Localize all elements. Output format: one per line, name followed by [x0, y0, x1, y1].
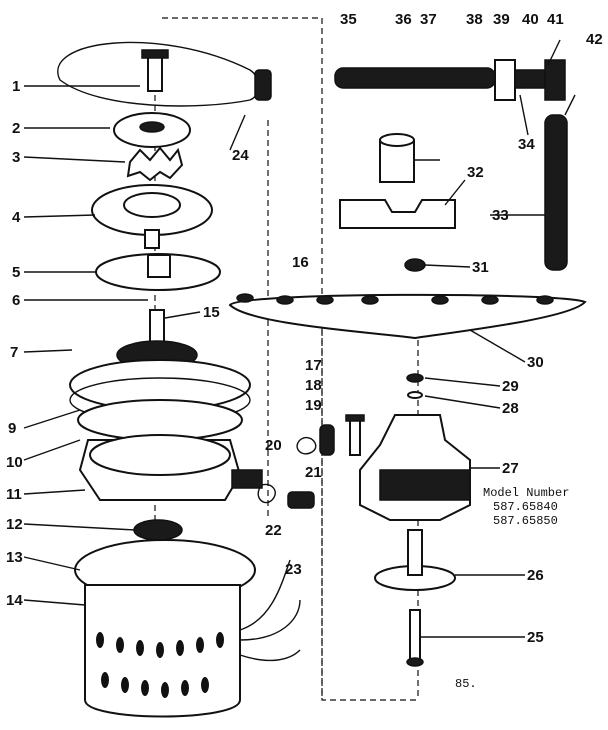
- screw-24: [409, 609, 421, 661]
- callout-2: 2: [12, 120, 21, 137]
- washer-27: [407, 391, 423, 399]
- callout-12: 12: [6, 516, 23, 533]
- callout-30: 30: [527, 354, 544, 371]
- callout-19: 19: [305, 397, 322, 414]
- callout-31: 31: [472, 259, 489, 276]
- callout-32: 32: [467, 164, 484, 181]
- pipe-34: [334, 67, 496, 89]
- elbow-41: [544, 59, 566, 101]
- callout-11: 11: [6, 486, 22, 503]
- callout-10: 10: [6, 454, 23, 471]
- callout-35: 35: [340, 11, 357, 28]
- callout-21: 21: [305, 464, 322, 481]
- callout-3: 3: [12, 149, 21, 166]
- bracket-31: [339, 199, 456, 229]
- hose-clamp: [254, 69, 272, 101]
- washer-28: [406, 373, 424, 383]
- seal-12: [133, 519, 183, 541]
- callout-42: 42: [586, 31, 603, 48]
- tube-32: [544, 114, 568, 271]
- callout-20: 20: [265, 437, 282, 454]
- callout-40: 40: [522, 11, 539, 28]
- callout-16-top: 16: [292, 254, 309, 271]
- callout-13: 13: [6, 549, 23, 566]
- callout-25: 25: [527, 629, 544, 646]
- page-number: 85.: [455, 677, 477, 691]
- callout-7: 7: [10, 344, 19, 361]
- frame-line: [162, 17, 420, 701]
- callout-23: 23: [285, 561, 302, 578]
- callout-37: 37: [420, 11, 437, 28]
- callout-1: 1: [12, 78, 21, 95]
- callout-38: 38: [466, 11, 483, 28]
- model-number-1: 587.65840: [493, 499, 558, 514]
- callout-17: 17: [305, 357, 322, 374]
- model-number-heading: Model Number: [483, 486, 570, 500]
- callout-33: 33: [492, 207, 509, 224]
- callout-14: 14: [6, 592, 23, 609]
- pump-body-26: [359, 414, 471, 521]
- model-number-2: 587.65850: [493, 513, 558, 528]
- callout-26: 26: [527, 567, 544, 584]
- callout-15: 15: [203, 304, 220, 321]
- model-number-block: Model Number 587.65840 587.65850: [483, 486, 570, 528]
- callout-9: 9: [8, 420, 17, 437]
- callout-36: 36: [395, 11, 412, 28]
- screw-1: [147, 54, 163, 92]
- callout-39: 39: [493, 11, 510, 28]
- callout-34: 34: [518, 136, 535, 153]
- callout-29: 29: [502, 378, 519, 395]
- callout-41: 41: [547, 11, 564, 28]
- callout-22: 22: [265, 522, 282, 539]
- callout-4: 4: [12, 209, 21, 226]
- callout-18: 18: [305, 377, 322, 394]
- callout-27: 27: [502, 460, 519, 477]
- callout-6: 6: [12, 292, 21, 309]
- gear-3: [126, 146, 184, 182]
- spray-arm-29: [228, 293, 587, 340]
- nut-30: [404, 258, 426, 272]
- callout-24: 24: [232, 147, 249, 164]
- callout-5: 5: [12, 264, 21, 281]
- callout-28: 28: [502, 400, 519, 417]
